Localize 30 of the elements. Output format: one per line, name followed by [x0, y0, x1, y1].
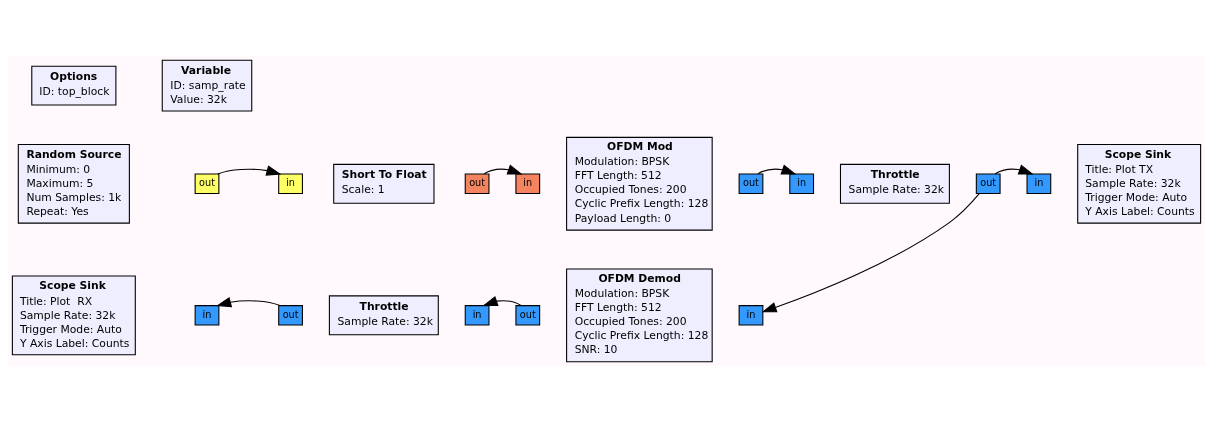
node-box: OFDM Demod Modulation: BPSK FFT Length: 512 Occupied Tones: 200 Cyclic Prefix Length: 128 SNR: 10 — [566, 267, 713, 362]
node-box: in — [194, 304, 220, 326]
node-box: in — [464, 304, 490, 326]
node-box: Short To Float Scale: 1 — [333, 163, 435, 204]
node-box: Variable ID: samp_rate Value: 32k — [161, 59, 253, 112]
node-box: in — [1026, 173, 1052, 194]
arrow — [994, 164, 1034, 175]
node-box: Random Source Minimum: 0 Maximum: 5 Num Samples: 1k Repeat: Yes — [17, 143, 130, 224]
node-box: out — [194, 173, 220, 194]
node-box: Scope Sink Title: Plot RX Sample Rate: 32k Trigger Mode: Auto Y Axis Label: Counts — [11, 274, 136, 355]
arrow — [482, 295, 522, 306]
node-box: Throttle Sample Rate: 32k — [328, 294, 439, 335]
arrow — [757, 164, 797, 175]
node-box: out — [975, 173, 1001, 194]
arrow — [761, 192, 980, 312]
arrow — [483, 164, 523, 175]
node-box: in — [515, 173, 541, 194]
arrow — [216, 296, 281, 307]
node-box: in — [789, 173, 815, 194]
node-box: Scope Sink Title: Plot TX Sample Rate: 32k Trigger Mode: Auto Y Axis Label: Counts — [1077, 143, 1202, 224]
node-box: in — [278, 173, 303, 194]
arrow — [217, 164, 282, 176]
node-box: out — [278, 304, 303, 326]
node-box: Throttle Sample Rate: 32k — [839, 163, 950, 204]
node-box: OFDM Mod Modulation: BPSK FFT Length: 512 Occupied Tones: 200 Cyclic Prefix Length: 128 Payload Length: 0 — [566, 136, 713, 231]
node-box: out — [515, 304, 541, 326]
node-box: in — [738, 304, 764, 326]
node-box: Options ID: top_block — [31, 65, 117, 106]
node-box: out — [738, 173, 764, 194]
node-box: out — [464, 173, 490, 194]
